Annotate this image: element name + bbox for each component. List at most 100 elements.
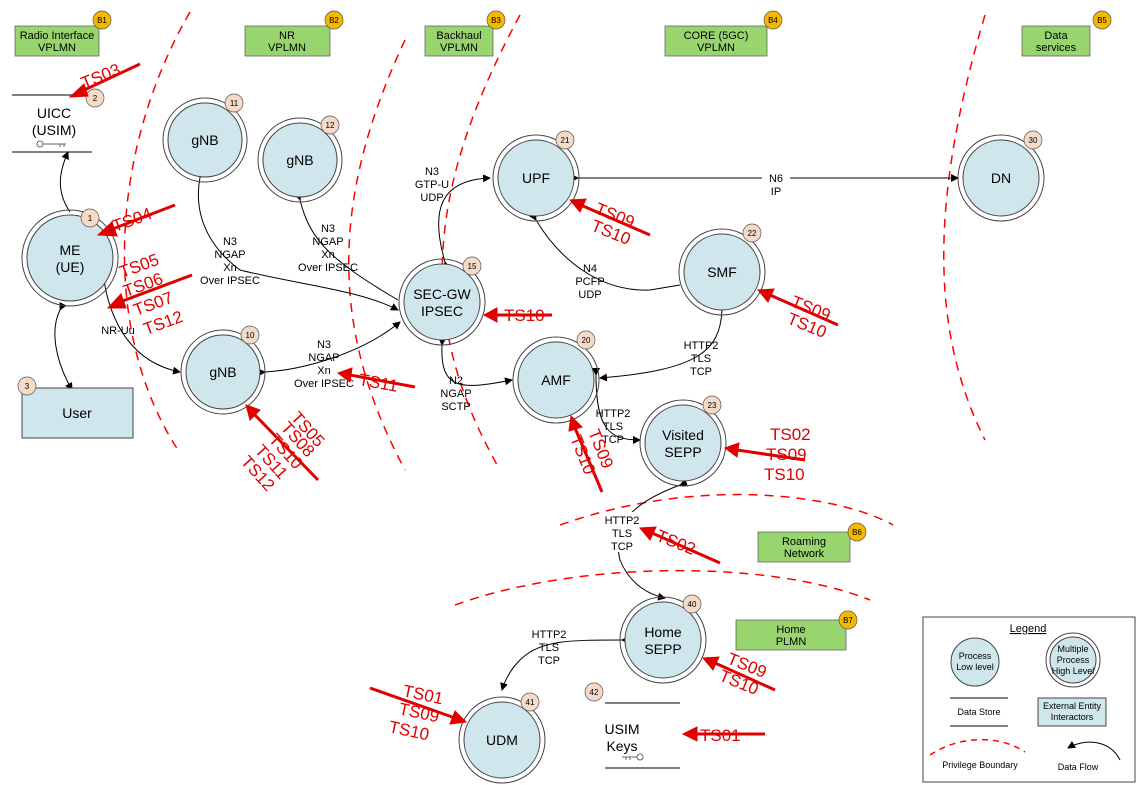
svg-text:TS03: TS03	[78, 60, 123, 93]
svg-text:Privilege Boundary: Privilege Boundary	[942, 760, 1018, 770]
svg-text:20: 20	[582, 336, 591, 345]
flow-hsepp-udm	[500, 635, 630, 691]
svg-text:(USIM): (USIM)	[32, 122, 76, 138]
zone-b3: Backhaul VPLMN B3	[424, 10, 506, 57]
svg-text:TCP: TCP	[538, 655, 560, 667]
svg-text:Home: Home	[776, 624, 805, 636]
svg-text:TCP: TCP	[690, 366, 712, 378]
svg-text:B3: B3	[491, 16, 501, 25]
svg-text:1: 1	[88, 214, 93, 223]
key-icon	[36, 140, 66, 148]
svg-text:10: 10	[246, 331, 255, 340]
svg-text:NGAP: NGAP	[440, 388, 471, 400]
process-amf: AMF 20	[512, 330, 600, 424]
external-user: User 3	[17, 376, 134, 439]
process-gnb-11: gNB 11	[162, 93, 248, 183]
svg-text:(UE): (UE)	[56, 259, 85, 275]
flow-secgw-amf	[438, 337, 513, 386]
svg-text:SEC-GW: SEC-GW	[413, 286, 471, 302]
svg-text:GTP-U: GTP-U	[415, 179, 449, 191]
svg-text:21: 21	[561, 136, 570, 145]
process-secgw: SEC-GW IPSEC 15	[398, 256, 486, 346]
svg-text:Xn: Xn	[223, 262, 236, 274]
svg-text:B6: B6	[852, 528, 862, 537]
svg-text:TS02: TS02	[654, 526, 699, 559]
flow-gnb11-secgw	[198, 152, 399, 311]
svg-text:Data: Data	[1044, 30, 1068, 42]
svg-text:UPF: UPF	[522, 170, 550, 186]
svg-text:B2: B2	[329, 16, 339, 25]
threat-arrow-me2	[106, 273, 193, 309]
process-udm: UDM 41	[458, 692, 546, 784]
svg-text:TLS: TLS	[612, 528, 632, 540]
store-uicc: UICC (USIM) 2	[12, 88, 105, 153]
threat-arrow-me	[96, 203, 176, 237]
svg-text:30: 30	[1029, 136, 1038, 145]
legend-store: Data Store	[950, 697, 1008, 727]
threat-label-vsepp: TS02 TS09 TS10	[764, 425, 811, 484]
svg-text:B5: B5	[1097, 16, 1107, 25]
process-home-sepp: Home SEPP 40	[619, 594, 707, 684]
svg-text:IPSEC: IPSEC	[421, 303, 463, 319]
threat-arrow-secgw	[482, 307, 552, 323]
svg-text:SEPP: SEPP	[664, 444, 701, 460]
flow-label-upf: N3 GTP-U UDP	[415, 166, 449, 204]
process-smf: SMF 22	[678, 223, 766, 316]
threat-arrow-keys	[681, 726, 765, 742]
processes: ME (UE) 1 gNB 11 gNB 12 gNB 10	[21, 93, 1045, 784]
svg-text:TCP: TCP	[602, 434, 624, 446]
flow-label-nru: NR-Uu	[101, 325, 135, 337]
svg-text:Process: Process	[959, 651, 992, 661]
threat-arrow-uicc	[68, 62, 141, 98]
flow-me-user	[54, 301, 73, 391]
threat-arrow-smf	[756, 288, 839, 327]
threat-label-smf: TS09 TS10	[785, 292, 834, 342]
svg-text:HTTP2: HTTP2	[596, 408, 631, 420]
svg-text:NGAP: NGAP	[308, 352, 339, 364]
svg-text:12: 12	[326, 121, 335, 130]
threat-arrow-udm	[369, 686, 468, 725]
svg-text:Backhaul: Backhaul	[436, 30, 481, 42]
data-stores: UICC (USIM) 2 USIM Keys 42	[12, 88, 680, 769]
flow-upf-smf	[528, 211, 681, 291]
flow-label-gnb11: N3 NGAP Xn Over IPSEC	[200, 236, 260, 287]
svg-text:Over IPSEC: Over IPSEC	[294, 378, 354, 390]
boundary-roaming-bottom	[454, 569, 871, 606]
svg-text:gNB: gNB	[191, 132, 218, 148]
threat-arrow-hsepp	[701, 656, 776, 692]
svg-text:UICC: UICC	[37, 105, 71, 121]
svg-text:HTTP2: HTTP2	[684, 340, 719, 352]
svg-text:N3: N3	[317, 339, 331, 351]
svg-text:NGAP: NGAP	[312, 236, 343, 248]
svg-text:15: 15	[468, 262, 477, 271]
svg-text:N3: N3	[321, 223, 335, 235]
flow-label-n6: N6 IP	[762, 170, 790, 198]
svg-text:11: 11	[230, 99, 239, 108]
svg-text:N2: N2	[449, 375, 463, 387]
boundary-roaming-top	[559, 493, 894, 526]
data-flows	[54, 151, 959, 691]
svg-text:2: 2	[93, 94, 98, 103]
svg-text:Multiple: Multiple	[1057, 644, 1088, 654]
svg-text:Over IPSEC: Over IPSEC	[298, 262, 358, 274]
svg-text:Home: Home	[644, 624, 682, 640]
legend-external: External Entity Interactors	[1037, 697, 1107, 727]
threat-arrow-upf	[568, 198, 651, 237]
svg-text:UDP: UDP	[420, 192, 443, 204]
process-me: ME (UE) 1	[21, 208, 119, 307]
svg-text:B1: B1	[97, 16, 107, 25]
svg-text:UDM: UDM	[486, 732, 518, 748]
svg-text:TS04: TS04	[110, 204, 155, 236]
threat-arrow-gnb10	[336, 367, 416, 389]
svg-text:VPLMN: VPLMN	[38, 42, 76, 54]
svg-text:Over IPSEC: Over IPSEC	[200, 275, 260, 287]
boundary-b4-b5	[943, 14, 986, 441]
svg-text:N3: N3	[223, 236, 237, 248]
svg-text:User: User	[62, 405, 92, 421]
flow-labels: N3 NGAP Xn Over IPSEC N3 NGAP Xn Over IP…	[101, 166, 790, 667]
svg-text:External Entity: External Entity	[1043, 701, 1102, 711]
svg-text:TLS: TLS	[691, 353, 711, 365]
svg-text:SMF: SMF	[707, 264, 737, 280]
process-dn: DN 30	[957, 130, 1045, 222]
svg-text:VPLMN: VPLMN	[268, 42, 306, 54]
